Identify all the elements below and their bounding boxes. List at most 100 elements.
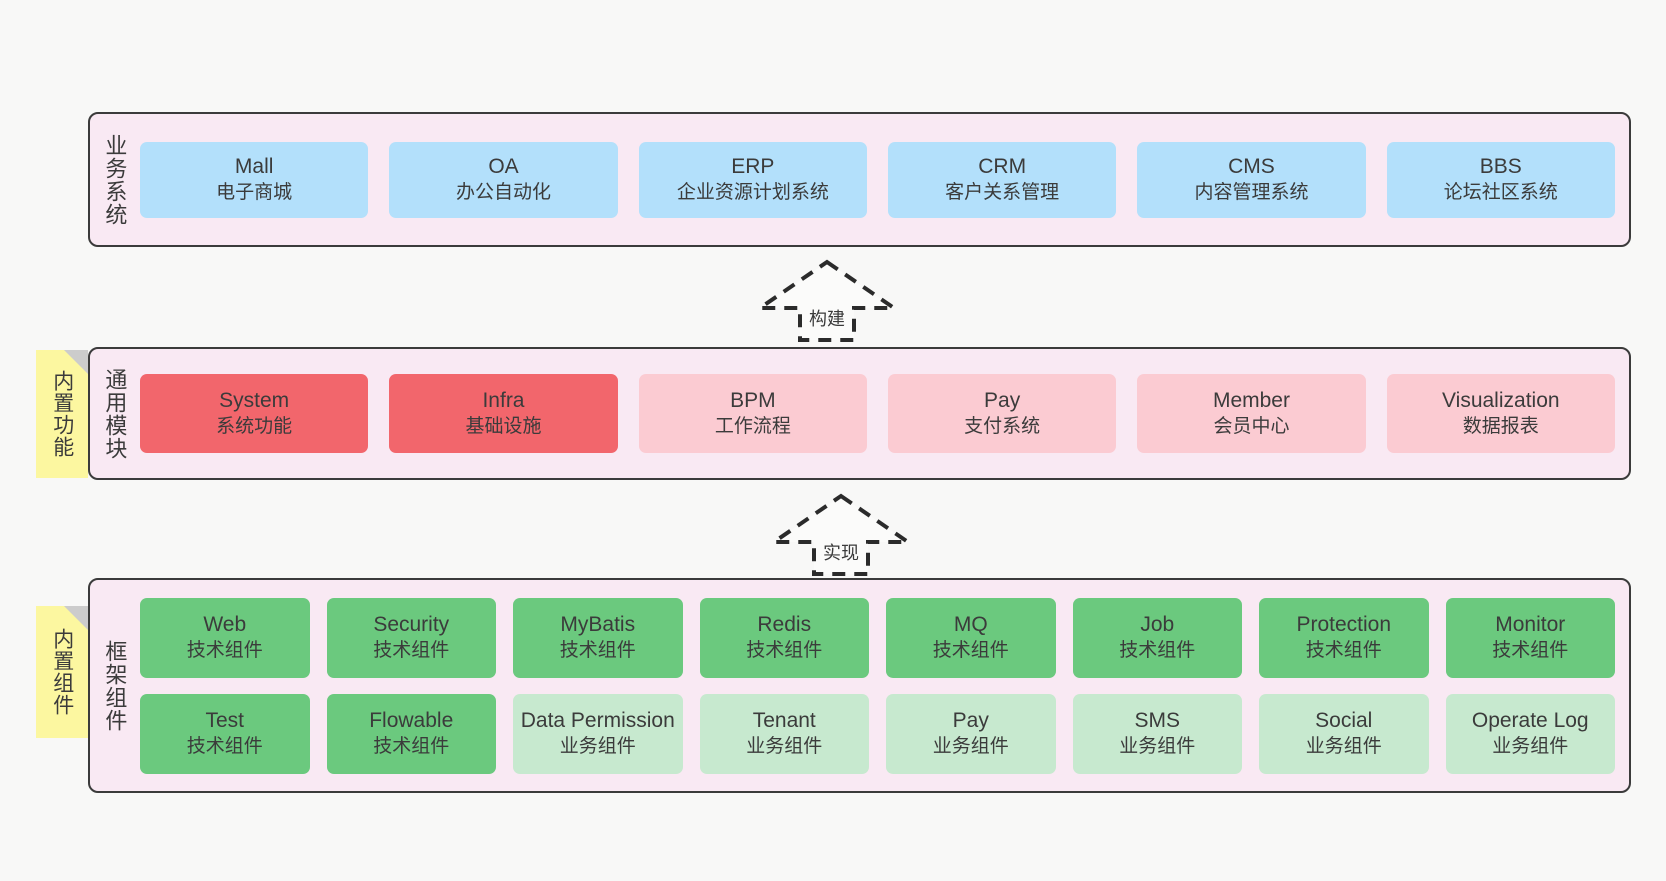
card-title: Protection [1296, 613, 1392, 637]
card-title: Security [373, 613, 450, 637]
sticky-note-builtin-function: 内置功能 [36, 350, 88, 478]
card-subtitle: 会员中心 [1213, 415, 1290, 437]
card-subtitle: 数据报表 [1462, 415, 1539, 437]
card-title: ERP [731, 155, 775, 179]
card-title: Pay [984, 389, 1021, 413]
card-subtitle: 技术组件 [1492, 639, 1569, 661]
card-subtitle: 技术组件 [559, 639, 636, 661]
card-title: MyBatis [560, 613, 636, 637]
layer-title-framework-components: 框架组件 [102, 639, 128, 732]
card-title: Redis [757, 613, 812, 637]
card-title: Job [1140, 613, 1175, 637]
card-subtitle: 技术组件 [373, 639, 450, 661]
card-subtitle: 内容管理系统 [1194, 181, 1309, 203]
card-subtitle: 系统功能 [216, 415, 293, 437]
card-subtitle: 技术组件 [746, 639, 823, 661]
card-subtitle: 业务组件 [746, 735, 823, 757]
card-title: Monitor [1495, 613, 1566, 637]
card-subtitle: 技术组件 [373, 735, 450, 757]
sticky-note-builtin-component: 内置组件 [36, 606, 88, 738]
card-subtitle: 业务组件 [1119, 735, 1196, 757]
sticky-note-label: 内置功能 [50, 370, 74, 458]
card-title: System [219, 389, 290, 413]
layer-title-business-systems: 业务系统 [102, 133, 128, 226]
card-subtitle: 业务组件 [559, 735, 636, 757]
card-subtitle: 电子商城 [216, 181, 293, 203]
card-subtitle: 业务组件 [1305, 735, 1382, 757]
card-title: Member [1212, 389, 1290, 413]
card-title: Infra [482, 389, 525, 413]
card-subtitle: 支付系统 [964, 415, 1041, 437]
card-title: CMS [1228, 155, 1275, 179]
card-title: Visualization [1442, 389, 1560, 413]
generalization-arrow-build: 构建 [756, 258, 898, 344]
card-title: SMS [1134, 709, 1180, 733]
card-subtitle: 技术组件 [1305, 639, 1382, 661]
card-title: Operate Log [1471, 709, 1589, 733]
card-subtitle: 办公自动化 [455, 181, 551, 203]
card-title: Social [1315, 709, 1373, 733]
card-title: OA [488, 155, 519, 179]
card-title: Web [203, 613, 247, 637]
card-subtitle: 技术组件 [186, 639, 263, 661]
card-subtitle: 业务组件 [1492, 735, 1569, 757]
layer-title-common-modules: 通用模块 [102, 367, 128, 460]
card-title: Mall [234, 155, 274, 179]
card-title: Tenant [752, 709, 816, 733]
card-title: MQ [953, 613, 988, 637]
card-subtitle: 企业资源计划系统 [676, 181, 829, 203]
card-subtitle: 客户关系管理 [945, 181, 1060, 203]
sticky-note-label: 内置组件 [50, 628, 74, 716]
card-title: Pay [952, 709, 989, 733]
card-title: Test [205, 709, 244, 733]
card-title: CRM [978, 155, 1027, 179]
card-subtitle: 技术组件 [932, 639, 1009, 661]
generalization-arrow-realize: 实现 [770, 492, 912, 578]
card-title: Data Permission [520, 709, 675, 733]
card-title: BPM [730, 389, 776, 413]
card-subtitle: 基础设施 [465, 415, 542, 437]
card-subtitle: 工作流程 [714, 415, 791, 437]
card-subtitle: 业务组件 [932, 735, 1009, 757]
card-title: BBS [1479, 155, 1522, 179]
card-subtitle: 论坛社区系统 [1443, 181, 1558, 203]
card-subtitle: 技术组件 [186, 735, 263, 757]
